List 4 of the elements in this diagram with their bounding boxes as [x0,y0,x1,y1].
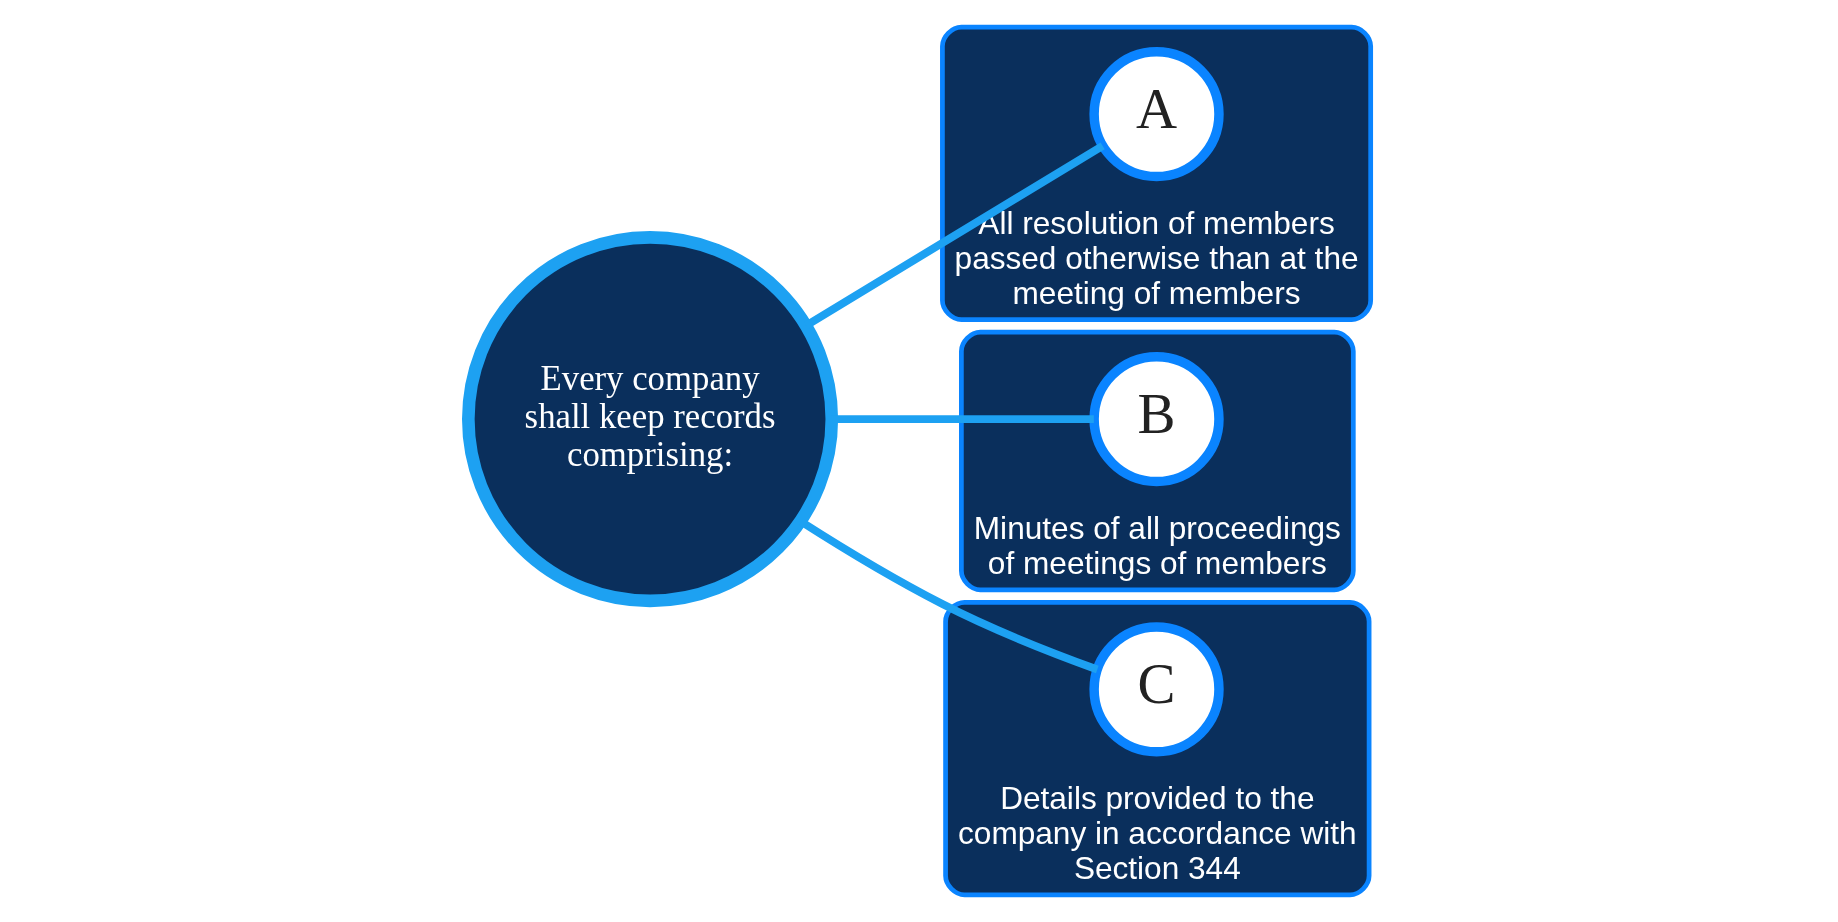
node-circle: Every company shall keep records comprising: [461,231,838,608]
node-circle: A [1088,46,1224,182]
node-circle: B [1088,351,1224,487]
node-circle: C [1088,622,1224,757]
